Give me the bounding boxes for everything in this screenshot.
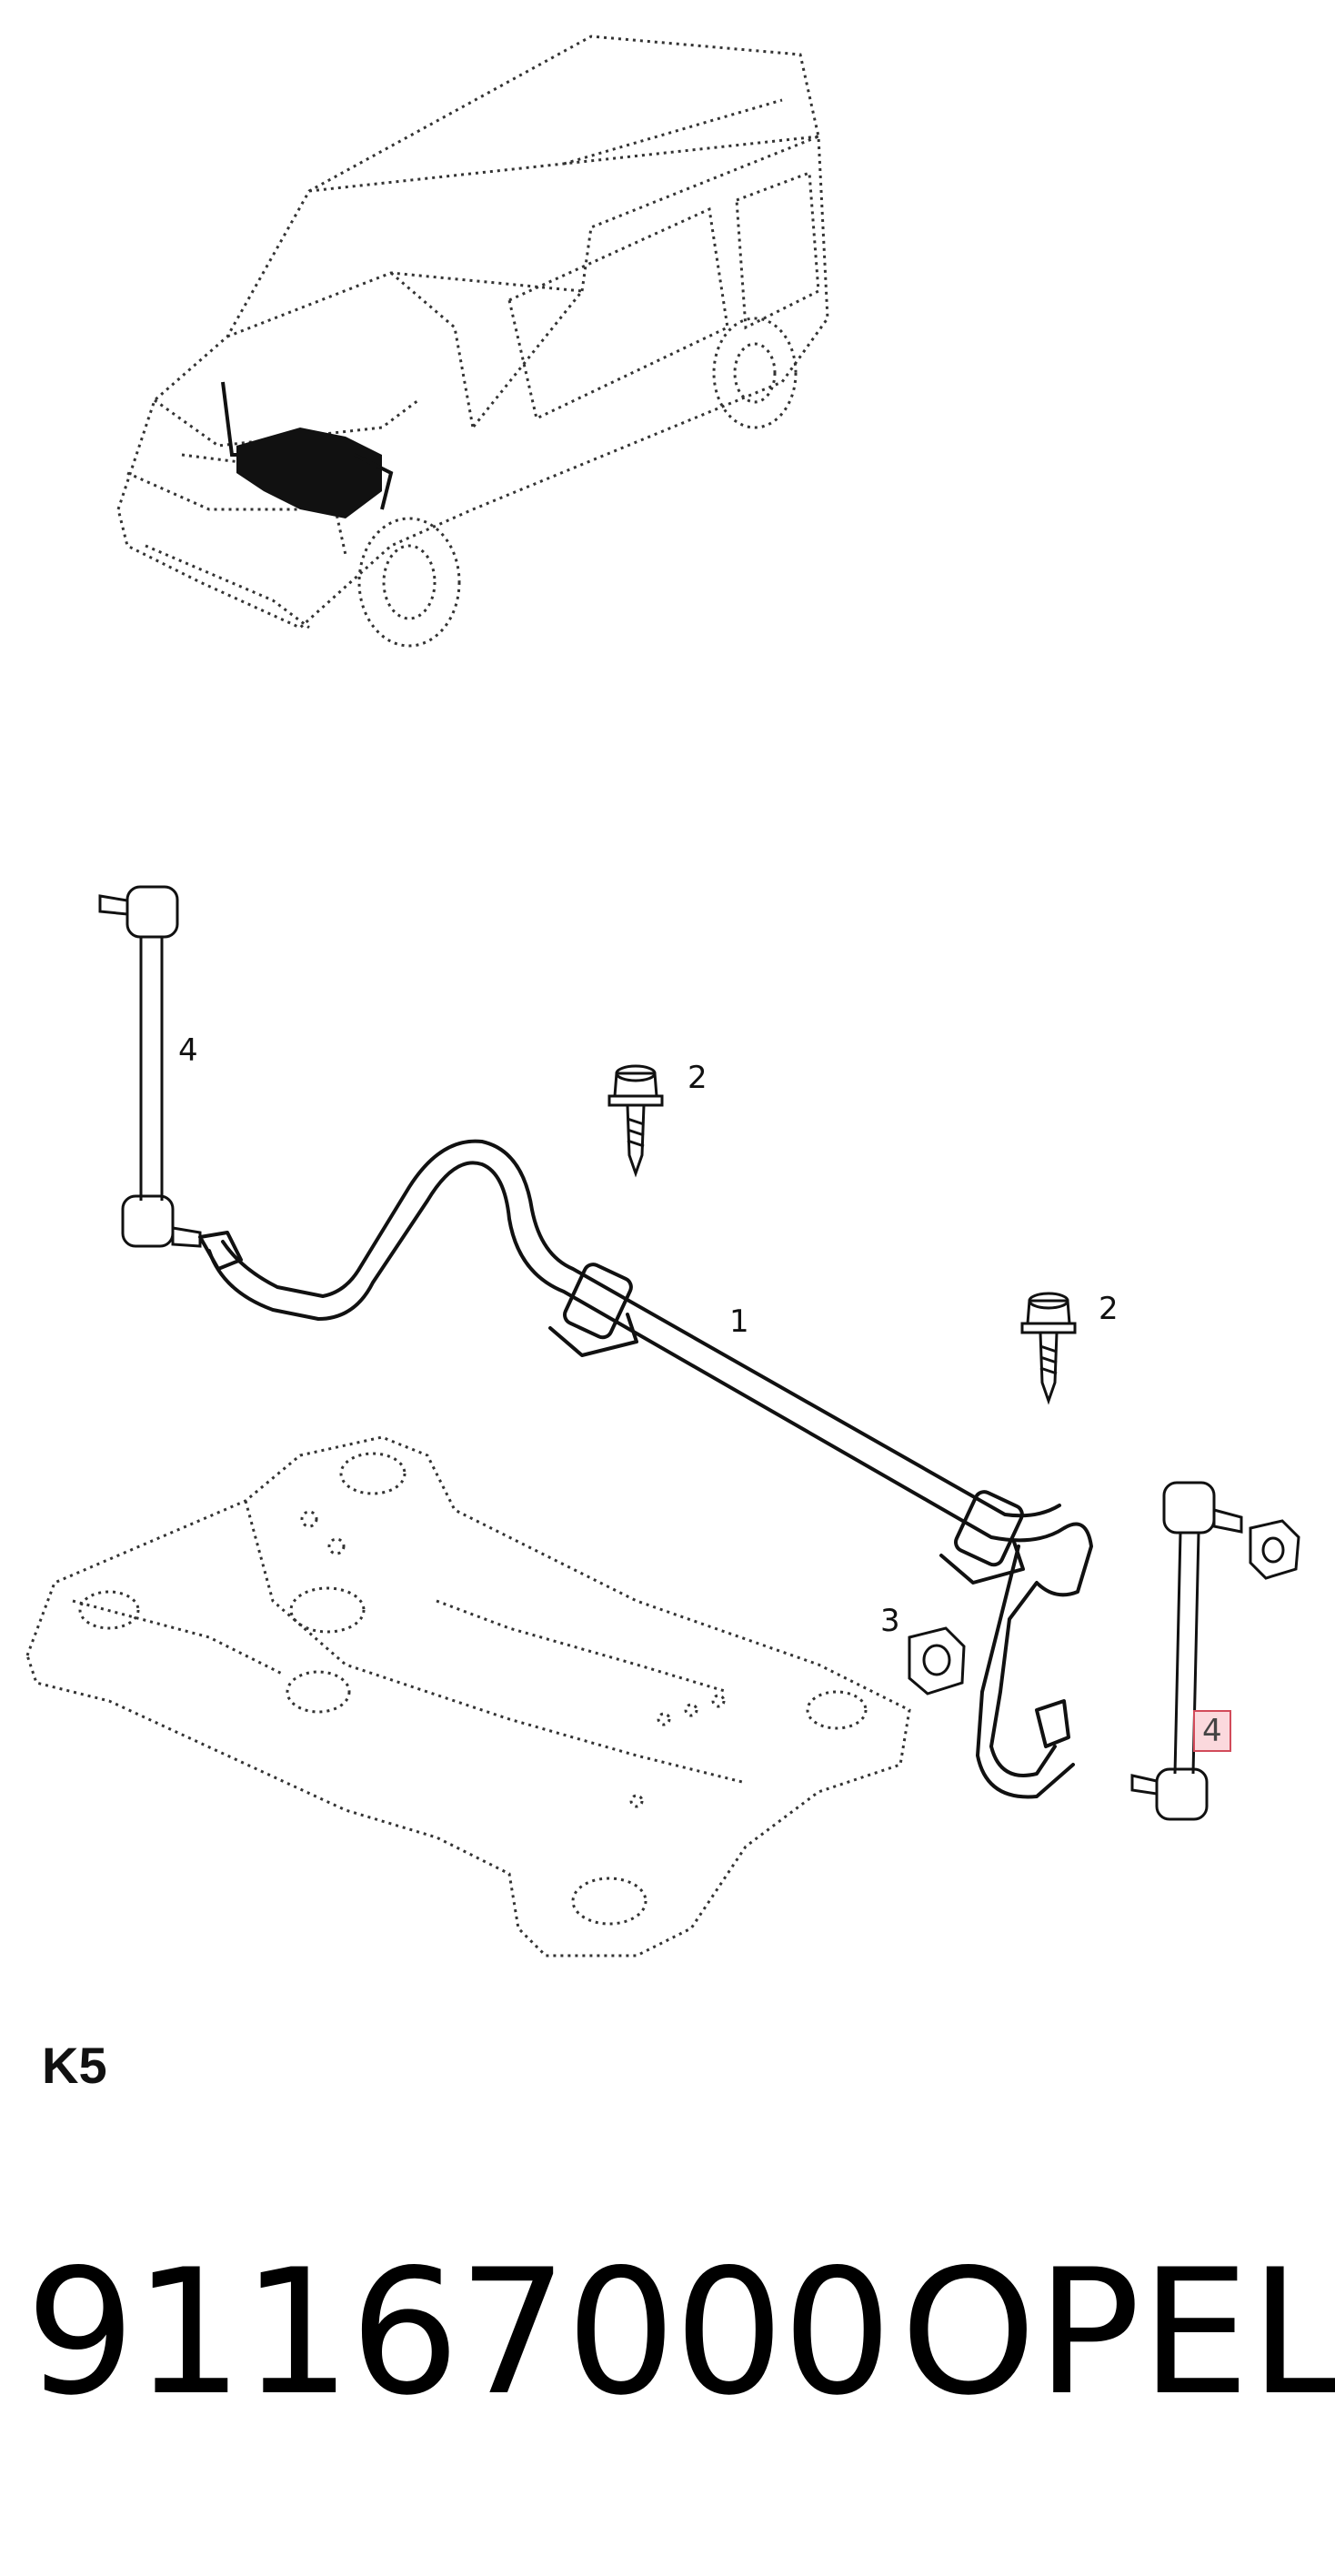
van-suspension-highlight — [221, 381, 394, 518]
bolt-upper — [607, 1064, 664, 1178]
callout-bolt-upper[interactable]: 2 — [688, 1060, 708, 1096]
callout-nut[interactable]: 3 — [880, 1603, 900, 1639]
section-label: K5 — [42, 2037, 107, 2094]
callout-bolt-lower[interactable]: 2 — [1099, 1291, 1119, 1327]
brand-name: OPEL — [900, 2232, 1335, 2433]
bolt-lower — [1020, 1292, 1077, 1405]
callout-stabilizer-bar[interactable]: 1 — [729, 1303, 749, 1340]
van-illustration — [116, 35, 829, 648]
stabilizer-link-right — [1130, 1481, 1300, 1821]
stabilizer-link-left — [98, 885, 202, 1248]
callout-link-right[interactable]: 4 — [1193, 1710, 1231, 1752]
callout-link-left[interactable]: 4 — [178, 1032, 198, 1069]
stabilizer-bar — [198, 1139, 1093, 1799]
part-number: 91167000 — [25, 2232, 892, 2433]
nut — [908, 1626, 966, 1696]
subframe-crossmember — [25, 1435, 911, 1957]
